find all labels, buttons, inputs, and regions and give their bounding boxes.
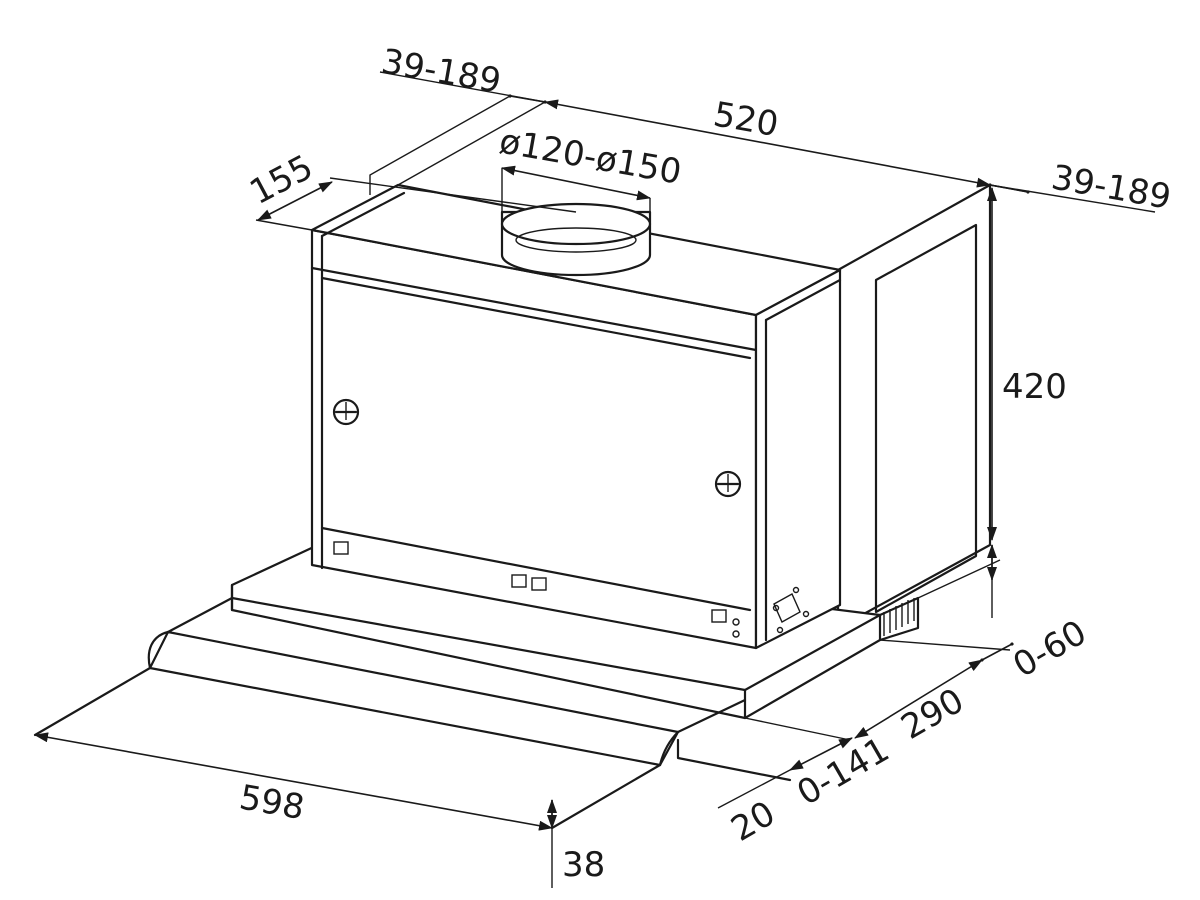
- label-duct-diameter: ø120-ø150: [496, 121, 684, 192]
- visor: [33, 596, 792, 830]
- label-bottom-depth: 290: [895, 681, 971, 748]
- label-bottom-right-offset: 0-60: [1007, 613, 1094, 686]
- box-side: [754, 268, 842, 650]
- label-width: 598: [236, 777, 307, 828]
- dimension-lines: [34, 71, 1156, 888]
- screw-left: [332, 398, 360, 426]
- label-visor-height: 38: [562, 845, 605, 885]
- label-depth-top: 520: [710, 94, 781, 145]
- label-top-left-offset: 39-189: [378, 41, 504, 101]
- screw-right: [714, 470, 742, 498]
- label-front-gap: 20: [725, 794, 782, 850]
- cabinet-side-inset: [874, 223, 978, 614]
- duct-collar: [500, 202, 652, 277]
- vent-slots: [883, 598, 915, 636]
- label-height: 420: [1002, 367, 1067, 407]
- label-left-depth: 155: [243, 147, 319, 213]
- connector-squares: [333, 541, 810, 638]
- label-top-right-offset: 39-189: [1048, 157, 1174, 217]
- hood-body: [230, 183, 992, 720]
